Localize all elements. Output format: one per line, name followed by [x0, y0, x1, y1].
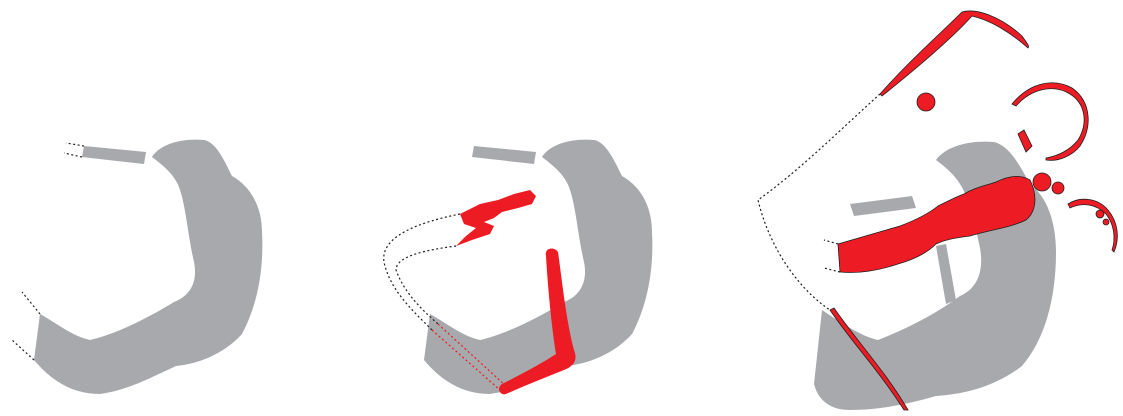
gray-main-structure — [424, 140, 652, 394]
red-small-piece — [1018, 130, 1032, 152]
gray-upper-bar — [82, 146, 146, 164]
red-arc-right — [1012, 83, 1088, 161]
red-arc-small — [1068, 199, 1117, 252]
gray-upper-bar — [472, 146, 536, 164]
gray-upper-bar — [850, 196, 916, 216]
red-arc-top — [880, 11, 1029, 96]
red-fragment — [456, 190, 536, 246]
panel-1-base-structure — [0, 0, 300, 416]
red-blob-2 — [1033, 173, 1051, 191]
panel-3-full-overlay — [740, 0, 1123, 416]
dotted-connector — [384, 214, 460, 330]
gray-inner-post — [936, 244, 956, 304]
panel-1-svg — [0, 0, 300, 416]
dotted-boundary — [758, 94, 880, 310]
panel-3-svg — [740, 0, 1123, 416]
panel-2-svg — [360, 0, 690, 416]
gray-main-structure — [34, 140, 262, 394]
red-blob-3 — [1052, 182, 1064, 194]
red-blob-1 — [917, 93, 935, 111]
panel-2-partial-overlay — [360, 0, 690, 416]
red-blob-5 — [1103, 219, 1109, 225]
